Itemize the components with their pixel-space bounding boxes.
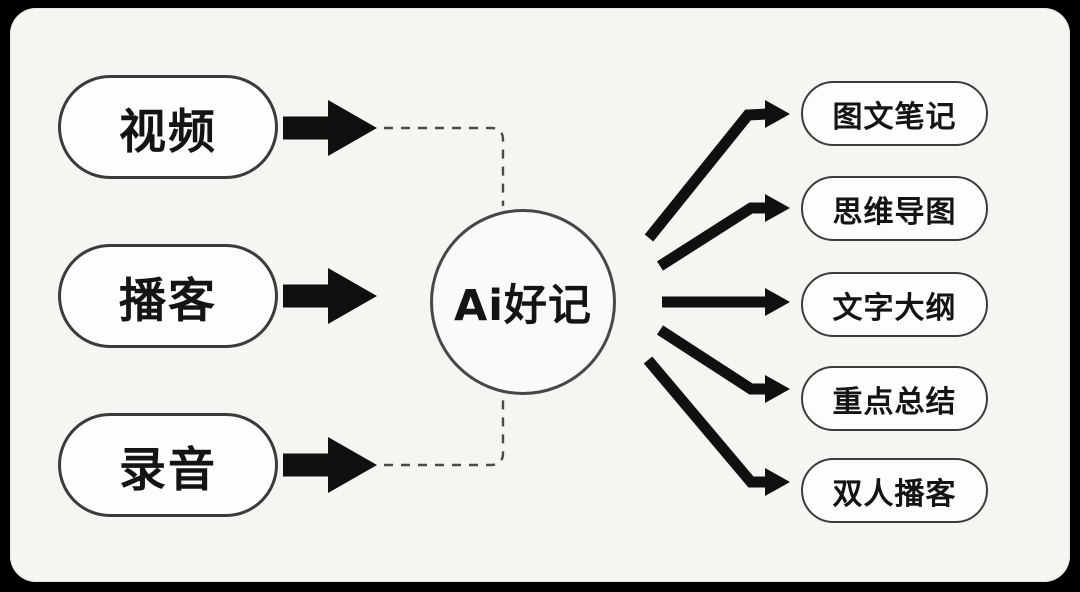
input-node-recording: 录音 (58, 413, 278, 517)
input-node-video: 视频 (58, 75, 278, 179)
input-node-podcast: 播客 (58, 244, 278, 348)
center-node-ai-haoji: Ai好记 (430, 209, 616, 395)
output-node-mindmap-label: 思维导图 (832, 194, 957, 230)
input-node-video-label: 视频 (119, 104, 217, 160)
input-node-recording-label: 录音 (119, 442, 217, 498)
output-node-mindmap: 思维导图 (801, 176, 988, 241)
output-node-outline: 文字大纲 (801, 272, 988, 337)
center-node-label: Ai好记 (453, 281, 593, 331)
output-node-outline-label: 文字大纲 (832, 290, 957, 326)
input-node-podcast-label: 播客 (119, 273, 217, 329)
output-node-duo-podcast-label: 双人播客 (832, 476, 957, 512)
output-node-summary-label: 重点总结 (832, 384, 957, 420)
output-node-summary: 重点总结 (801, 366, 988, 431)
output-node-duo-podcast: 双人播客 (801, 458, 988, 523)
output-node-image-notes-label: 图文笔记 (832, 99, 957, 135)
output-node-image-notes: 图文笔记 (801, 81, 988, 146)
